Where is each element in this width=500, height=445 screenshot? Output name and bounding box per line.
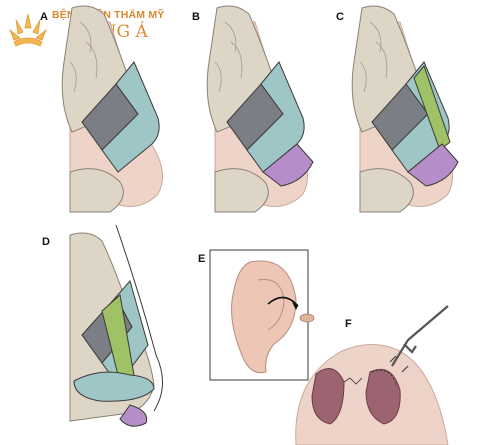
- panel-label-a: A: [40, 11, 48, 23]
- retractor-icon: [391, 305, 449, 367]
- panel-label-f: F: [345, 318, 352, 330]
- cartilage-harvest: [299, 313, 315, 323]
- panel-a: [61, 5, 164, 213]
- panel-label-c: C: [336, 11, 344, 23]
- panel-b: [206, 5, 314, 213]
- tip-graft: [73, 371, 155, 402]
- nostril-left: [311, 368, 345, 425]
- arrow-icon: [267, 296, 299, 307]
- panel-f: [295, 305, 449, 445]
- purple-graft: [407, 143, 459, 187]
- panel-d: [69, 224, 163, 427]
- panel-label-b: B: [192, 11, 200, 23]
- nostril-right: [365, 368, 401, 425]
- panel-label-e: E: [198, 253, 205, 265]
- green-graft: [413, 64, 451, 151]
- crown-icon: [9, 13, 47, 47]
- panel-c: [351, 5, 459, 213]
- panel-label-d: D: [42, 236, 50, 248]
- purple-graft: [262, 143, 314, 187]
- panel-e: [209, 249, 315, 381]
- ear-drawing: [231, 260, 297, 374]
